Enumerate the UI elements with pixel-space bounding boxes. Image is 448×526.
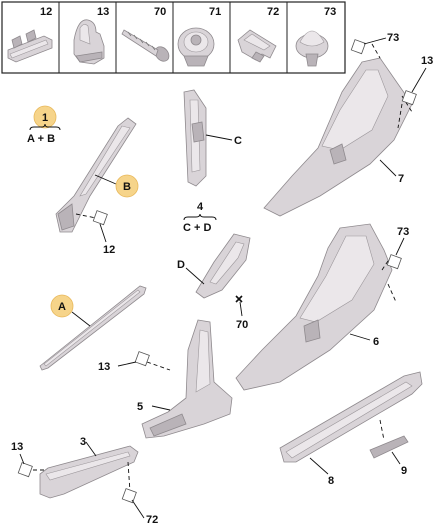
leader-72 [127,461,131,493]
leader-12 [75,213,97,219]
part-9-clip-strip: 9 [369,419,409,477]
fastener-legend: 12 13 70 71 72 [1,1,346,74]
legend-ref-72: 72 [267,6,279,18]
push-rivet-icon [177,27,215,67]
fastener-box [121,488,137,504]
leader-73a-b [363,37,387,45]
part-5-b-pillar-lower: 5 13 [98,319,233,439]
callout-13c: 13 [11,441,23,453]
callout-3: 3 [80,436,86,448]
fastener-box [134,351,150,367]
callout-70: 70 [236,319,248,331]
callout-badge-a [50,294,74,318]
clip-rail-icon [7,29,53,63]
part-8-sill-plate: 8 [279,371,423,487]
part-b-a-pillar-trim: B 12 [55,117,139,256]
kit-ref: 1 [42,112,48,124]
callout-9: 9 [401,465,407,477]
clip-bracket-icon [73,19,105,65]
kit-ref: 4 [197,201,204,213]
callout-13b: 13 [98,361,110,373]
callout-72: 72 [146,514,158,526]
leader-6 [349,333,371,341]
part-7-quarter-trim-upper: 7 73 13 [263,32,433,217]
fastener-box [401,90,417,106]
callout-6: 6 [373,336,379,348]
legend-ref-73: 73 [324,6,336,18]
leader-13b [146,361,171,371]
kit-1: 1 A + B [27,105,61,145]
leader-7 [379,159,397,177]
callout-b: B [123,181,131,193]
part-a-roof-rail: A [39,285,147,371]
fir-tree-clip-icon [295,30,329,67]
callout-5: 5 [137,401,143,413]
kit-brace [29,123,61,131]
leader-d [185,267,205,285]
kit-4: 4 C + D [183,201,217,234]
leader-5 [151,405,171,411]
leader-13c-b [19,453,25,465]
kit-formula: C + D [183,222,211,234]
leader-13b-b [117,361,137,367]
leader-c [205,134,233,141]
leader-72-b [131,499,145,519]
part-d-trim: D 70 [177,233,251,331]
leader-8 [309,457,329,475]
leader-73b-b [395,237,405,256]
part-6-quarter-trim-lower: 6 73 [235,223,409,391]
callout-12: 12 [103,244,115,256]
leader-73b [381,257,391,271]
fastener-box [17,462,33,478]
assembly-line [387,283,397,303]
leader-9 [391,451,401,465]
callout-73b: 73 [397,226,409,238]
legend-ref-13: 13 [97,6,109,18]
leader-12b [99,223,107,243]
legend-ref-70: 70 [154,6,166,18]
callout-73a: 73 [387,32,399,44]
fastener-box [92,210,108,226]
fastener-box [350,39,366,55]
screw-mark [235,295,243,303]
assembly-line [379,419,385,441]
leader-70 [239,301,243,317]
kit-badge [33,105,57,129]
callout-badge-b [115,174,139,198]
kit-brace [183,213,217,221]
fastener-box [386,254,402,270]
spring-clip-icon [237,29,277,63]
leader-3 [85,441,97,457]
leader-a [71,311,91,327]
part-3-sill-trim: 3 13 72 [11,436,158,526]
kit-formula: A + B [27,133,55,145]
callout-8: 8 [328,475,334,487]
callout-c: C [234,135,242,147]
legend-ref-12: 12 [40,6,52,18]
callout-d: D [177,259,185,271]
leader-b [94,174,117,185]
legend-ref-71: 71 [209,6,221,18]
callout-7: 7 [398,173,404,185]
part-c-b-pillar-upper: C [183,89,242,187]
leader-73a [371,43,381,59]
callout-13a: 13 [421,55,433,67]
leader-13a-b [411,67,427,93]
callout-a: A [58,301,66,313]
screw-icon [121,29,170,62]
